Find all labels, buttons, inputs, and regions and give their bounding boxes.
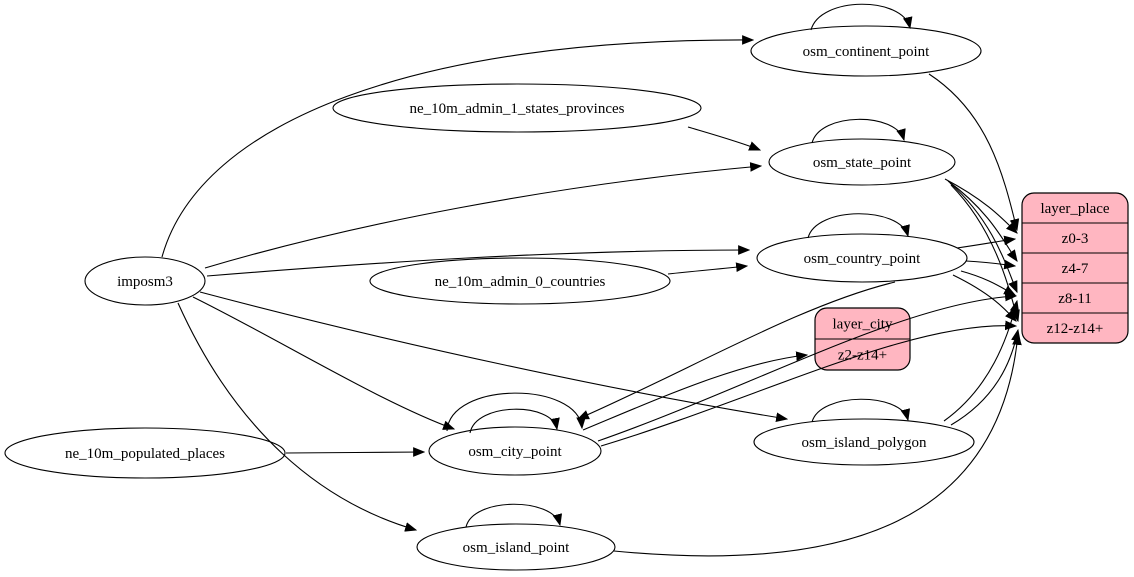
self-loop-osm-city-point: [469, 408, 560, 434]
node-ne-10m-admin-1-states-provinces: ne_10m_admin_1_states_provinces: [332, 83, 702, 133]
node-imposm3: imposm3: [84, 256, 206, 306]
node-shape-ne-10m-populated-places: [4, 427, 286, 479]
record-row-layer-city-z2-z14plus: z2-z14+: [838, 348, 887, 364]
node-ne-10m-admin-0-countries: ne_10m_admin_0_countries: [369, 257, 671, 305]
node-label-osm-island-point: osm_island_point: [463, 540, 571, 556]
node-label-ne-10m-populated-places: ne_10m_populated_places: [65, 446, 225, 462]
edge-osm-city-point-to-layer-place-z8-11: [597, 291, 1018, 442]
node-label-osm-country-point: osm_country_point: [804, 251, 921, 267]
edge-osm-continent-point-to-layer-place-z0-3: [928, 73, 1020, 232]
node-shape-osm-state-point: [768, 138, 956, 186]
edge-ne-10m-populated-places-to-osm-city-point: [285, 447, 426, 457]
node-label-imposm3: imposm3: [117, 274, 173, 290]
node-label-ne-10m-admin-0-countries: ne_10m_admin_0_countries: [435, 274, 606, 290]
self-loop-osm-continent-point: [810, 3, 913, 31]
node-label-osm-city-point: osm_city_point: [468, 444, 562, 460]
edge-imposm3-to-osm-continent-point: [161, 35, 755, 258]
edge-osm-city-point-to-layer-city-z2-z14plus: [582, 351, 809, 431]
node-shape-osm-island-point: [416, 523, 616, 571]
edge-osm-island-polygon-to-layer-place-z12-z14plus: [950, 328, 1021, 426]
record-row-layer-place-z8-11: z8-11: [1058, 291, 1092, 307]
edge-ne-10m-admin-1-states-provinces-to-osm-state-point: [687, 126, 762, 151]
self-loop-osm-island-polygon: [811, 398, 911, 423]
node-layer-place: layer_place z0-3 z4-7 z8-11 z12-z14+: [1021, 192, 1129, 344]
node-osm-island-point: osm_island_point: [416, 523, 616, 571]
edge-osm-country-point-to-layer-place-z4-7: [965, 259, 1017, 270]
node-osm-city-point: osm_city_point: [428, 426, 602, 476]
node-shape-osm-city-point: [428, 426, 602, 476]
node-osm-country-point: osm_country_point: [756, 233, 968, 283]
edge-osm-country-point-to-osm-city-point: [576, 281, 896, 420]
edge-osm-city-point-to-layer-place-z12-z14plus: [600, 320, 1018, 447]
node-label-osm-state-point: osm_state_point: [813, 155, 912, 171]
edge-imposm3-to-osm-island-point: [177, 302, 418, 532]
node-shape-ne-10m-admin-1-states-provinces: [332, 83, 702, 133]
node-osm-state-point: osm_state_point: [768, 138, 956, 186]
edge-ne-10m-admin-0-countries-to-osm-country-point: [667, 262, 749, 275]
node-osm-continent-point: osm_continent_point: [750, 25, 982, 77]
record-header-layer-city: layer_city: [833, 317, 893, 333]
self-loop-osm-city-point: [446, 392, 586, 432]
node-shape-imposm3: [84, 256, 206, 306]
node-label-ne-10m-admin-1-states-provinces: ne_10m_admin_1_states_provinces: [410, 101, 625, 117]
node-shape-ne-10m-admin-0-countries: [369, 257, 671, 305]
node-label-osm-continent-point: osm_continent_point: [803, 44, 930, 60]
edge-osm-island-polygon-to-layer-place-z8-11: [943, 299, 1020, 422]
node-shape-osm-country-point: [756, 233, 968, 283]
self-loop-osm-state-point: [811, 118, 906, 144]
edge-osm-country-point-to-layer-place-z12-z14plus: [952, 274, 1017, 322]
self-loop-osm-country-point: [807, 213, 910, 239]
record-row-layer-place-z4-7: z4-7: [1062, 261, 1089, 277]
record-shape-layer-place: [1021, 192, 1129, 344]
self-loop-osm-island-point: [465, 503, 563, 528]
node-shape-osm-continent-point: [750, 25, 982, 77]
edge-osm-island-point-to-layer-place-z12-z14plus: [613, 332, 1022, 557]
record-row-layer-place-z12-z14plus: z12-z14+: [1047, 321, 1104, 337]
edge-imposm3-to-osm-state-point: [204, 162, 763, 269]
edge-osm-country-point-to-layer-place-z0-3: [956, 235, 1017, 249]
edge-osm-state-point-to-layer-place-z8-11: [949, 182, 1018, 294]
record-row-layer-place-z0-3: z0-3: [1062, 231, 1089, 247]
edge-osm-state-point-to-layer-place-z4-7: [947, 180, 1018, 262]
node-label-osm-island-polygon: osm_island_polygon: [801, 435, 927, 451]
node-layer-city: layer_city z2-z14+: [814, 307, 911, 371]
edge-imposm3-to-osm-city-point: [192, 296, 456, 430]
node-ne-10m-populated-places: ne_10m_populated_places: [4, 427, 286, 479]
edge-imposm3-to-osm-island-polygon: [199, 291, 789, 423]
node-osm-island-polygon: osm_island_polygon: [753, 418, 975, 466]
record-header-layer-place: layer_place: [1040, 201, 1109, 217]
node-shape-osm-island-polygon: [753, 418, 975, 466]
edge-imposm3-to-osm-country-point: [206, 245, 751, 277]
